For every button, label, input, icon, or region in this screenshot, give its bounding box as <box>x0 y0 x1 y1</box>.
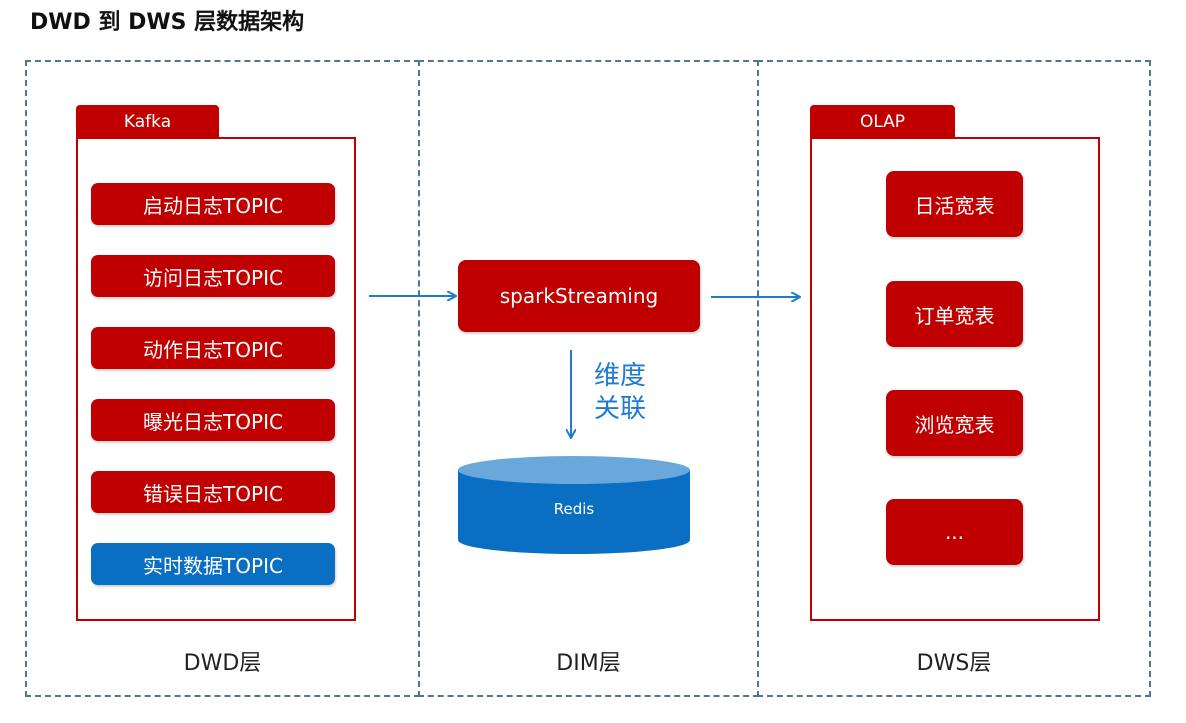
diagram-title: DWD 到 DWS 层数据架构 <box>30 10 305 35</box>
topic-exposure-log: 曝光日志TOPIC <box>91 399 335 441</box>
topic-error-log: 错误日志TOPIC <box>91 471 335 513</box>
wide-table-dau: 日活宽表 <box>886 171 1023 237</box>
redis-cylinder-icon <box>458 456 690 554</box>
spark-streaming-node: sparkStreaming <box>458 260 700 332</box>
redis-label: Redis <box>553 500 595 518</box>
topic-realtime-data: 实时数据TOPIC <box>91 543 335 585</box>
dimension-join-label: 维度 关联 <box>594 360 654 426</box>
olap-tab: OLAP <box>810 105 955 139</box>
dws-layer-label: DWS层 <box>916 651 992 676</box>
wide-table-more: ... <box>886 499 1023 565</box>
wide-table-browse: 浏览宽表 <box>886 390 1023 456</box>
dwd-layer-label: DWD层 <box>183 651 262 676</box>
kafka-tab: Kafka <box>76 105 219 139</box>
wide-table-order: 订单宽表 <box>886 281 1023 347</box>
dws-panel: DWS层 <box>757 60 1151 697</box>
dimension-join-label-line2: 关联 <box>594 394 647 424</box>
dimension-join-label-line1: 维度 <box>594 361 647 391</box>
topic-visit-log: 访问日志TOPIC <box>91 255 335 297</box>
topic-startup-log: 启动日志TOPIC <box>91 183 335 225</box>
dim-layer-label: DIM层 <box>556 651 621 676</box>
topic-action-log: 动作日志TOPIC <box>91 327 335 369</box>
